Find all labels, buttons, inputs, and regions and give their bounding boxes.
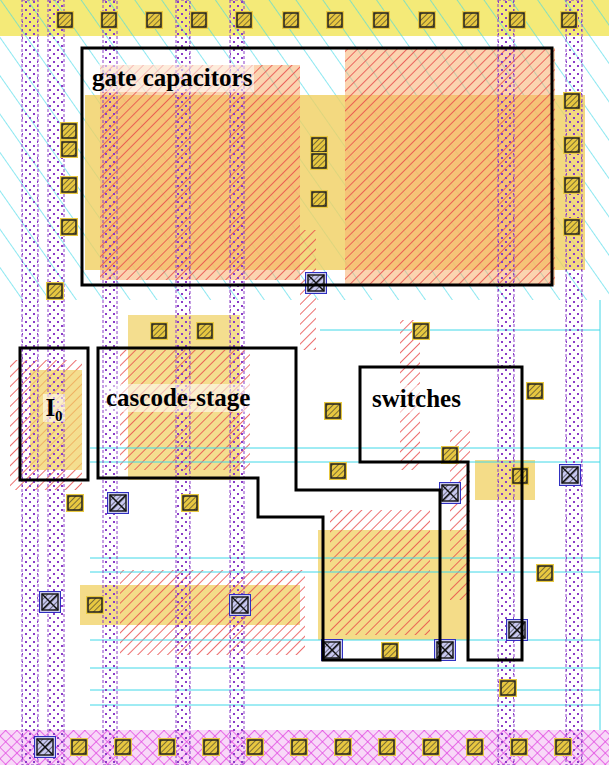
contact bbox=[196, 322, 214, 340]
via bbox=[434, 639, 456, 661]
contact bbox=[310, 152, 328, 170]
annotation-box: switches bbox=[358, 365, 524, 662]
contact bbox=[508, 11, 526, 29]
contact bbox=[536, 564, 554, 582]
metal-wires bbox=[90, 300, 600, 730]
contact bbox=[418, 11, 436, 29]
ground-rail bbox=[0, 730, 609, 765]
metal-rail bbox=[48, 0, 64, 765]
box-border bbox=[82, 48, 552, 285]
contact bbox=[381, 642, 399, 660]
annotation-label: cascode-stage bbox=[104, 384, 252, 412]
metal-rail bbox=[230, 0, 244, 765]
via bbox=[39, 591, 61, 613]
contact bbox=[235, 11, 253, 29]
contact bbox=[560, 11, 578, 29]
contact bbox=[563, 176, 581, 194]
annotation-box: gate capacitors bbox=[80, 46, 554, 287]
contact bbox=[150, 322, 168, 340]
contact bbox=[100, 11, 118, 29]
metal-wire bbox=[600, 300, 601, 730]
annotation-box: I₀ bbox=[18, 346, 90, 482]
metal-wire bbox=[90, 668, 600, 669]
contact bbox=[422, 738, 440, 756]
contacts bbox=[34, 11, 581, 758]
contact bbox=[282, 11, 300, 29]
contact bbox=[563, 136, 581, 154]
contact bbox=[329, 462, 347, 480]
poly-gate-hatch bbox=[120, 570, 305, 655]
supply-rail-hatch bbox=[0, 0, 609, 36]
metal-wire bbox=[90, 705, 600, 706]
contact bbox=[190, 11, 208, 29]
metal-rail bbox=[22, 0, 38, 765]
poly-gate bbox=[100, 65, 300, 280]
poly-gate-hatch bbox=[100, 65, 300, 280]
contact bbox=[510, 738, 528, 756]
annotation-label: I₀ bbox=[43, 394, 64, 422]
supply-rail bbox=[0, 0, 609, 36]
contact bbox=[56, 11, 74, 29]
via bbox=[559, 464, 581, 486]
via bbox=[439, 482, 461, 504]
contact bbox=[86, 596, 104, 614]
metal-rail bbox=[566, 0, 582, 765]
metal-wire bbox=[90, 690, 600, 691]
via bbox=[107, 492, 129, 514]
annotation-label: switches bbox=[370, 385, 463, 413]
metal-rail bbox=[103, 0, 117, 765]
metal-rail bbox=[176, 0, 190, 765]
contact bbox=[158, 738, 176, 756]
contact bbox=[334, 738, 352, 756]
box-border bbox=[20, 348, 88, 480]
contact bbox=[202, 738, 220, 756]
contact bbox=[372, 11, 390, 29]
contact bbox=[462, 11, 480, 29]
contact bbox=[563, 218, 581, 236]
annotation-label: gate capacitors bbox=[90, 64, 254, 92]
contact bbox=[310, 136, 328, 154]
contact bbox=[554, 738, 572, 756]
contact bbox=[466, 738, 484, 756]
via bbox=[229, 594, 251, 616]
contact bbox=[310, 190, 328, 208]
contact bbox=[412, 322, 430, 340]
contact bbox=[290, 738, 308, 756]
contact bbox=[70, 738, 88, 756]
poly-gate bbox=[345, 48, 555, 285]
via bbox=[305, 272, 327, 294]
contact bbox=[145, 11, 163, 29]
contact bbox=[563, 92, 581, 110]
poly-gate-hatch bbox=[345, 48, 555, 285]
contact bbox=[114, 738, 132, 756]
contact bbox=[60, 122, 78, 140]
contact bbox=[324, 402, 342, 420]
contact bbox=[60, 140, 78, 158]
contact bbox=[246, 738, 264, 756]
ground-rail-hatch bbox=[0, 730, 609, 765]
contact bbox=[181, 494, 199, 512]
metal-rail bbox=[498, 0, 514, 765]
contact bbox=[511, 467, 529, 485]
contact bbox=[526, 382, 544, 400]
contact bbox=[326, 11, 344, 29]
metal-rails bbox=[22, 0, 582, 765]
metal-wire bbox=[320, 330, 600, 331]
contact bbox=[66, 494, 84, 512]
contact bbox=[60, 218, 78, 236]
via bbox=[34, 736, 56, 758]
contact bbox=[378, 738, 396, 756]
contact bbox=[60, 176, 78, 194]
box-border bbox=[360, 367, 522, 660]
contact bbox=[499, 679, 517, 697]
contact bbox=[46, 282, 64, 300]
via bbox=[506, 619, 528, 641]
